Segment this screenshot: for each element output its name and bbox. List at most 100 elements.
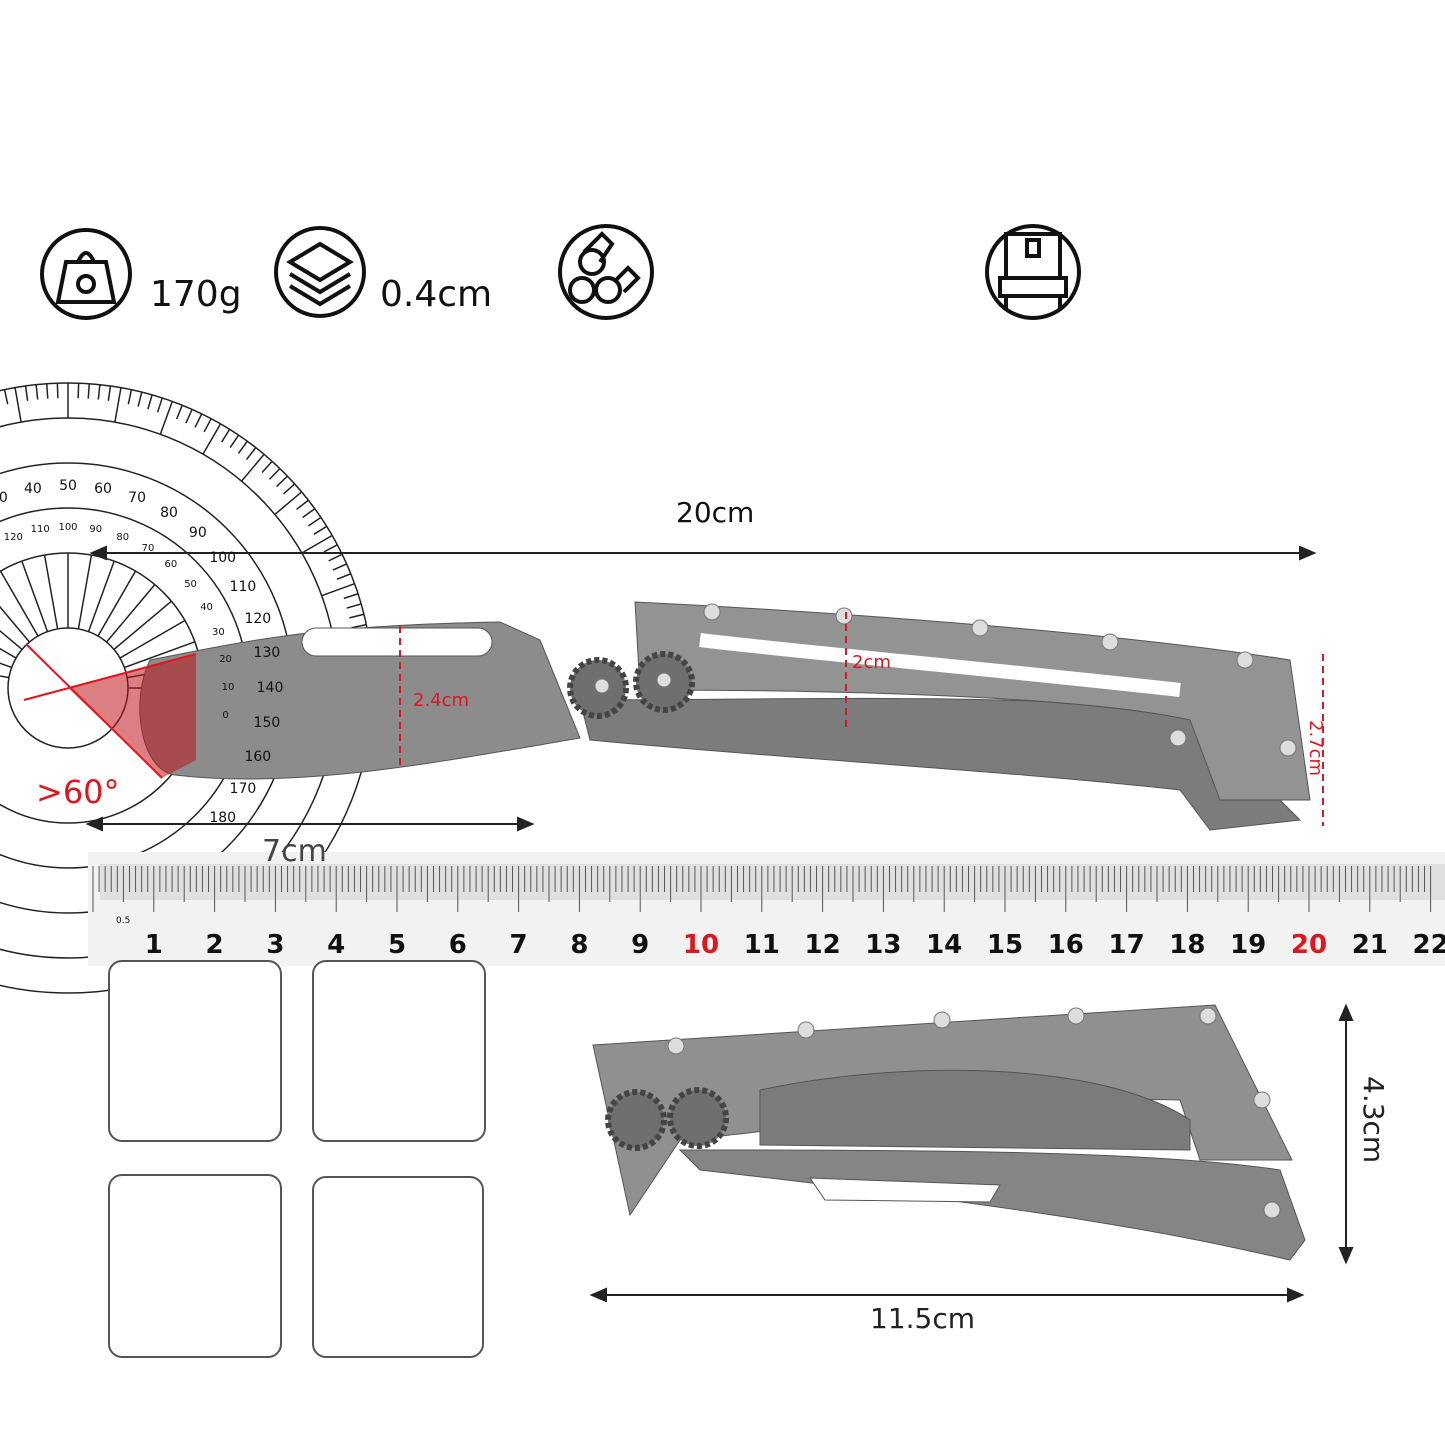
ruler-number: 6 bbox=[448, 930, 467, 960]
protractor-label: 130 bbox=[253, 644, 281, 661]
ruler-number: 8 bbox=[570, 930, 589, 960]
steel-bars-icon bbox=[558, 224, 654, 320]
open-knife bbox=[139, 601, 1311, 831]
ruler-number: 12 bbox=[804, 930, 841, 960]
protractor-label: 120 bbox=[3, 531, 23, 543]
feature-box-toolbox bbox=[312, 1176, 484, 1358]
protractor-tick bbox=[175, 404, 183, 420]
protractor-label: 50 bbox=[184, 579, 197, 591]
protractor-tick bbox=[24, 385, 29, 401]
dimension-lines bbox=[85, 545, 1354, 1303]
ruler bbox=[88, 852, 1445, 966]
blade-length-label: 7cm bbox=[262, 834, 327, 869]
red-dimension-lines bbox=[399, 612, 1324, 826]
protractor-ray bbox=[113, 600, 172, 651]
protractor-ray bbox=[0, 647, 17, 659]
ruler-number: 15 bbox=[986, 930, 1024, 960]
protractor-tick bbox=[107, 385, 112, 401]
protractor-label: 10 bbox=[221, 682, 235, 693]
protractor-label: 180 bbox=[209, 809, 237, 826]
thickness-value: 0.4cm bbox=[380, 274, 493, 315]
ruler-number: 5 bbox=[387, 930, 407, 960]
protractor-label: 160 bbox=[244, 749, 272, 766]
ruler-number: 14 bbox=[926, 930, 963, 960]
weight-value: 170g bbox=[150, 274, 242, 315]
angle-label: >60° bbox=[36, 773, 120, 811]
protractor-label: 60 bbox=[94, 481, 112, 498]
blade-width-label: 2.4cm bbox=[413, 690, 470, 711]
ruler-number: 11 bbox=[743, 930, 780, 960]
protractor-label: 110 bbox=[30, 524, 50, 536]
handle-width-label: 2cm bbox=[852, 652, 891, 673]
protractor-label: 20 bbox=[219, 654, 232, 666]
protractor-label: 170 bbox=[229, 781, 257, 797]
ruler-number: 18 bbox=[1169, 930, 1206, 960]
protractor-label: 100 bbox=[58, 522, 78, 533]
scale-icon bbox=[40, 228, 132, 320]
protractor-tick bbox=[203, 418, 212, 433]
protractor-ray bbox=[124, 641, 196, 669]
closed-height-label: 4.3cm bbox=[1357, 1076, 1390, 1164]
protractor-tick bbox=[127, 389, 133, 405]
protractor-tick bbox=[35, 384, 39, 400]
protractor-ray bbox=[21, 560, 49, 632]
protractor-tick bbox=[221, 428, 231, 443]
handle-end-width-label: 2.7cm bbox=[1305, 720, 1326, 777]
ruler-small-label: 0.5 bbox=[116, 916, 131, 926]
ruler-number: 9 bbox=[631, 930, 650, 960]
protractor-tick bbox=[328, 553, 343, 562]
protractor-tick bbox=[147, 394, 153, 410]
protractor-tick bbox=[97, 384, 101, 400]
protractor-ray bbox=[119, 619, 186, 659]
protractor-ray bbox=[105, 584, 156, 643]
cnc-machine-icon bbox=[985, 224, 1081, 320]
protractor-tick bbox=[276, 475, 288, 488]
protractor-tick bbox=[301, 534, 333, 554]
protractor-ray bbox=[0, 629, 23, 651]
protractor-tick bbox=[296, 499, 309, 511]
protractor-tick bbox=[349, 613, 365, 619]
protractor-tick bbox=[313, 525, 328, 535]
protractor-label: 120 bbox=[244, 610, 272, 627]
feature-box-gear bbox=[108, 960, 282, 1142]
protractor-tick bbox=[321, 582, 355, 597]
closed-knife bbox=[592, 1004, 1306, 1261]
protractor-tick bbox=[185, 409, 193, 424]
ruler-number: 19 bbox=[1230, 930, 1267, 960]
protractor-ray bbox=[43, 554, 59, 630]
protractor-tick bbox=[261, 460, 273, 473]
protractor-label: 0 bbox=[222, 709, 229, 721]
protractor-label: 140 bbox=[256, 680, 284, 696]
protractor-tick bbox=[202, 423, 222, 455]
protractor-tick bbox=[351, 623, 367, 629]
protractor-label: 100 bbox=[209, 550, 237, 567]
protractor-tick bbox=[45, 383, 49, 399]
protractor-tick bbox=[87, 383, 91, 399]
ruler-number: 4 bbox=[327, 930, 346, 960]
feature-box-diamond bbox=[312, 960, 486, 1142]
ruler-number: 3 bbox=[266, 930, 285, 960]
protractor-tick bbox=[245, 447, 257, 460]
protractor-tick bbox=[323, 544, 338, 553]
protractor-tick bbox=[268, 468, 281, 480]
ruler-number: 20 bbox=[1290, 930, 1328, 960]
feature-box-tent bbox=[108, 1174, 282, 1358]
protractor-ray bbox=[0, 605, 31, 643]
ruler-number: 1 bbox=[144, 930, 163, 960]
protractor-label: 90 bbox=[89, 524, 103, 536]
protractor-label: 30 bbox=[0, 490, 8, 507]
protractor-tick bbox=[336, 573, 352, 581]
protractor-tick bbox=[156, 397, 163, 413]
ruler-number: 21 bbox=[1351, 930, 1388, 960]
overall-length-label: 20cm bbox=[676, 496, 755, 529]
ruler-number: 13 bbox=[865, 930, 902, 960]
ruler-number: 7 bbox=[509, 930, 528, 960]
ruler-number: 10 bbox=[682, 930, 720, 960]
ruler-number: 22 bbox=[1412, 930, 1445, 960]
protractor-tick bbox=[194, 413, 203, 428]
protractor-label: 80 bbox=[116, 531, 130, 543]
protractor-tick bbox=[14, 387, 22, 423]
protractor-tick bbox=[114, 387, 122, 423]
